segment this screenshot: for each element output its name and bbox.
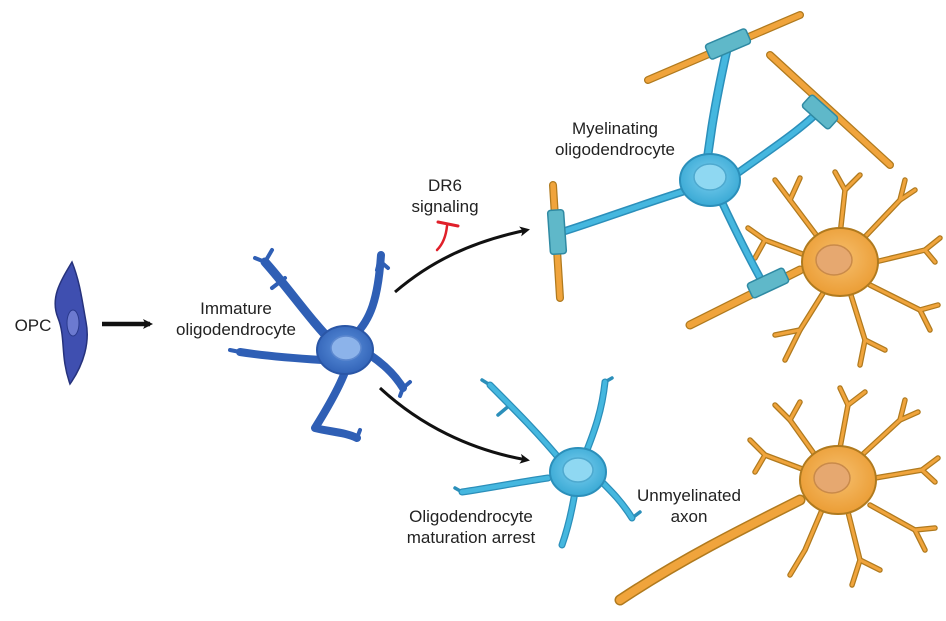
label-myelinating-line2: oligodendrocyte xyxy=(554,140,676,159)
label-opc: OPC xyxy=(8,315,58,336)
myelinating-oligodendrocyte-cell xyxy=(558,40,822,289)
label-dr6-signaling: DR6 signaling xyxy=(400,175,490,217)
inhibition-symbol xyxy=(435,220,460,252)
arrow-to-myelinating xyxy=(394,226,530,294)
label-arrest-line1: Oligodendrocyte xyxy=(409,507,533,526)
label-myelinating-line1: Myelinating xyxy=(572,119,658,138)
arrested-oligodendrocyte-cell xyxy=(453,376,642,549)
label-arrest-line2: maturation arrest xyxy=(406,528,536,547)
label-myelinating-oligodendrocyte: Myelinating oligodendrocyte xyxy=(540,118,690,160)
label-unmyelinated-line1: Unmyelinated xyxy=(637,486,741,505)
neuron-lower xyxy=(614,385,941,606)
immature-oligodendrocyte-cell xyxy=(228,248,412,442)
label-dr6-line1: DR6 xyxy=(427,176,462,195)
label-unmyelinated-axon: Unmyelinated axon xyxy=(624,485,754,527)
opc-cell xyxy=(54,260,88,386)
label-unmyelinated-line2: axon xyxy=(670,507,708,526)
arrow-to-arrest xyxy=(378,386,530,464)
label-opc-text: OPC xyxy=(14,316,52,335)
label-immature-line1: Immature xyxy=(200,299,272,318)
label-maturation-arrest: Oligodendrocyte maturation arrest xyxy=(388,506,554,548)
label-dr6-line2: signaling xyxy=(411,197,479,216)
label-immature-oligodendrocyte: Immature oligodendrocyte xyxy=(162,298,310,340)
label-immature-line2: oligodendrocyte xyxy=(175,320,297,339)
myelin-sheaths xyxy=(546,28,839,299)
